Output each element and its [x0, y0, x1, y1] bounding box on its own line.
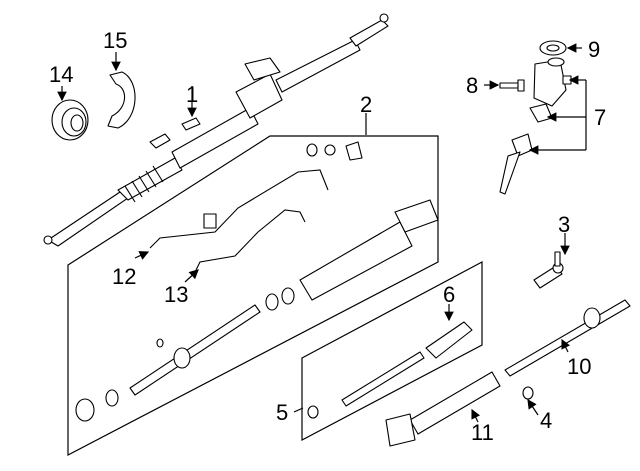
callout-4: 4 — [540, 408, 552, 433]
bolt[interactable] — [499, 79, 525, 92]
pinion-valve[interactable] — [499, 57, 572, 195]
rack-housing[interactable] — [385, 371, 501, 447]
callout-11: 11 — [471, 420, 494, 445]
panel-rack-kit — [67, 135, 439, 456]
boot-kit-rod — [341, 351, 425, 407]
mount-clamp[interactable] — [107, 71, 136, 129]
seal-ring-inner — [546, 44, 560, 52]
leader-lines — [57, 43, 587, 423]
callout-3: 3 — [558, 212, 570, 237]
callout-15: 15 — [103, 28, 127, 53]
callout-13: 13 — [164, 282, 188, 307]
callout-14: 14 — [49, 62, 73, 87]
rack-kit-parts — [75, 141, 439, 422]
mount-bushing[interactable] — [51, 99, 89, 141]
callout-9: 9 — [588, 37, 600, 62]
rack-assembly[interactable] — [43, 13, 389, 247]
callout-8: 8 — [466, 73, 478, 98]
boot-clamp[interactable] — [307, 405, 319, 419]
callout-7: 7 — [594, 105, 606, 130]
callout-1: 1 — [186, 82, 198, 107]
callout-10: 10 — [567, 354, 591, 379]
callout-2: 2 — [360, 92, 372, 117]
rack-boot[interactable] — [425, 321, 473, 359]
callout-6: 6 — [443, 282, 455, 307]
callout-12: 12 — [112, 264, 136, 289]
callout-5: 5 — [276, 400, 288, 425]
lock-nut[interactable] — [522, 386, 534, 400]
panel-boot-kit — [301, 261, 483, 441]
tie-rod-end[interactable] — [533, 251, 564, 289]
inner-tie-rod[interactable] — [504, 299, 631, 377]
